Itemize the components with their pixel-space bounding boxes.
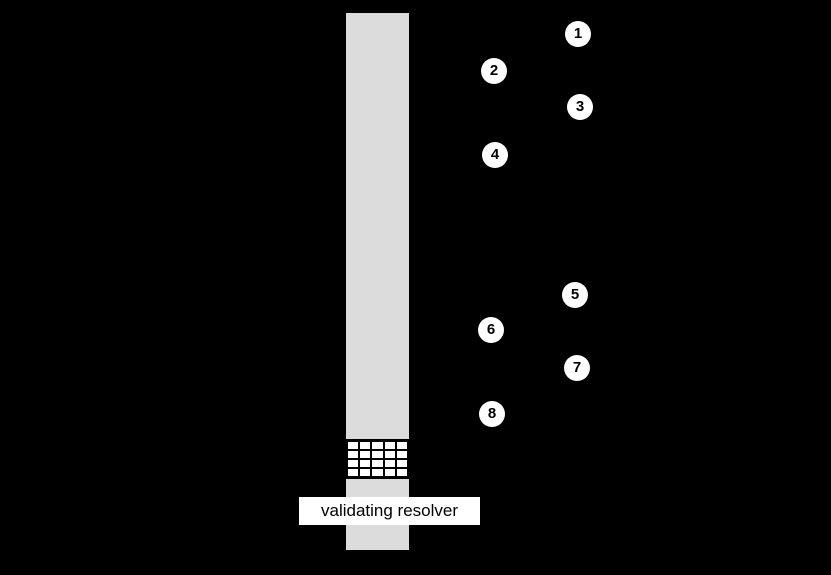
grid-cell: [396, 442, 407, 449]
step-marker-8: 8: [479, 401, 505, 427]
grid-cell: [348, 451, 359, 458]
grid-cell: [372, 460, 383, 467]
grid-cell: [384, 442, 395, 449]
step-marker-4: 4: [482, 142, 508, 168]
grid-cell: [384, 469, 395, 476]
grid-cell: [384, 460, 395, 467]
grid-cell: [396, 469, 407, 476]
step-marker-5: 5: [562, 282, 588, 308]
grid-cell: [360, 469, 371, 476]
grid-cell: [360, 451, 371, 458]
step-marker-3: 3: [567, 94, 593, 120]
resolver-grid-pattern-icon: [345, 439, 410, 479]
validating-resolver-label: validating resolver: [299, 497, 480, 525]
grid-cell: [396, 460, 407, 467]
grid-cell: [384, 451, 395, 458]
step-marker-2: 2: [481, 58, 507, 84]
step-marker-6: 6: [478, 317, 504, 343]
grid-cell: [372, 469, 383, 476]
grid-cell: [372, 451, 383, 458]
grid-cell: [396, 451, 407, 458]
grid-cell: [348, 469, 359, 476]
grid-cell: [348, 460, 359, 467]
grid-cell: [360, 442, 371, 449]
step-marker-1: 1: [565, 21, 591, 47]
grid-cell: [372, 442, 383, 449]
grid-cell: [348, 442, 359, 449]
step-marker-7: 7: [564, 355, 590, 381]
grid-cell: [360, 460, 371, 467]
